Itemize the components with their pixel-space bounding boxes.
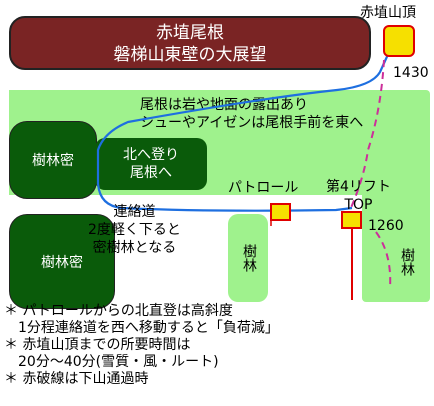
note-line: 20分～40分(雪質・風・ルート) xyxy=(4,354,219,370)
note-line: ＊ 赤埴山頂までの所要時間は xyxy=(4,337,191,353)
dense-forest-label: 樹林密 xyxy=(32,153,74,169)
lift-elevation: 1260 xyxy=(368,218,404,234)
route-north-line1: 北へ登り xyxy=(123,147,179,163)
note-line: 1分程連絡道を西へ移動すると「負荷減」 xyxy=(4,320,279,336)
lift-label-line1: 第4リフト xyxy=(326,179,391,195)
route-north-box: 北へ登り 尾根へ xyxy=(95,138,207,190)
patrol-label: パトロール xyxy=(228,180,299,196)
connector-line3: 密樹林となる xyxy=(92,240,177,256)
forest-strip-right-label: 樹林 xyxy=(399,248,415,276)
ridge-view-caption: 磐梯山東壁の大展望 xyxy=(113,45,267,65)
route-north-line2: 尾根へ xyxy=(130,165,172,181)
rock-note-line2: シューやアイゼンは尾根手前を東へ xyxy=(140,115,364,131)
note-line: ＊ パトロールからの北直登は高斜度 xyxy=(4,303,233,319)
forest-strip-center: 樹林 xyxy=(228,214,268,302)
lift-top-marker-icon xyxy=(341,211,362,229)
connector-line1: 連絡道 xyxy=(113,204,156,220)
lift-top-label: 第4リフト TOP xyxy=(326,178,391,214)
ridge-label-box: 赤埴尾根 磐梯山東壁の大展望 xyxy=(9,16,371,70)
summit-label: 赤埴山頂 xyxy=(360,5,416,21)
connector-note: 連絡道 2度軽く下ると 密樹林となる xyxy=(88,203,181,257)
ascent-route xyxy=(96,49,392,212)
lift-label-line2: TOP xyxy=(344,197,373,213)
dense-forest-west-lower: 樹林密 xyxy=(9,214,115,309)
note-line: ＊ 赤破線は下山通過時 xyxy=(4,371,149,387)
dense-forest-west-upper: 樹林密 xyxy=(9,121,97,199)
descent-route xyxy=(349,59,392,289)
dense-forest-label: 樹林密 xyxy=(41,254,83,271)
exposed-rock-area-east xyxy=(362,90,430,302)
notes-block: ＊ パトロールからの北直登は高斜度 1分程連絡道を西へ移動すると「負荷減」 ＊ … xyxy=(4,303,432,388)
forest-strip-label: 樹林 xyxy=(241,244,257,272)
patrol-marker-icon xyxy=(270,203,291,221)
connector-line2: 2度軽く下ると xyxy=(88,222,181,238)
ridge-name: 赤埴尾根 xyxy=(156,23,224,43)
summit-marker-icon xyxy=(383,25,415,57)
summit-elevation: 1430 xyxy=(393,65,429,81)
